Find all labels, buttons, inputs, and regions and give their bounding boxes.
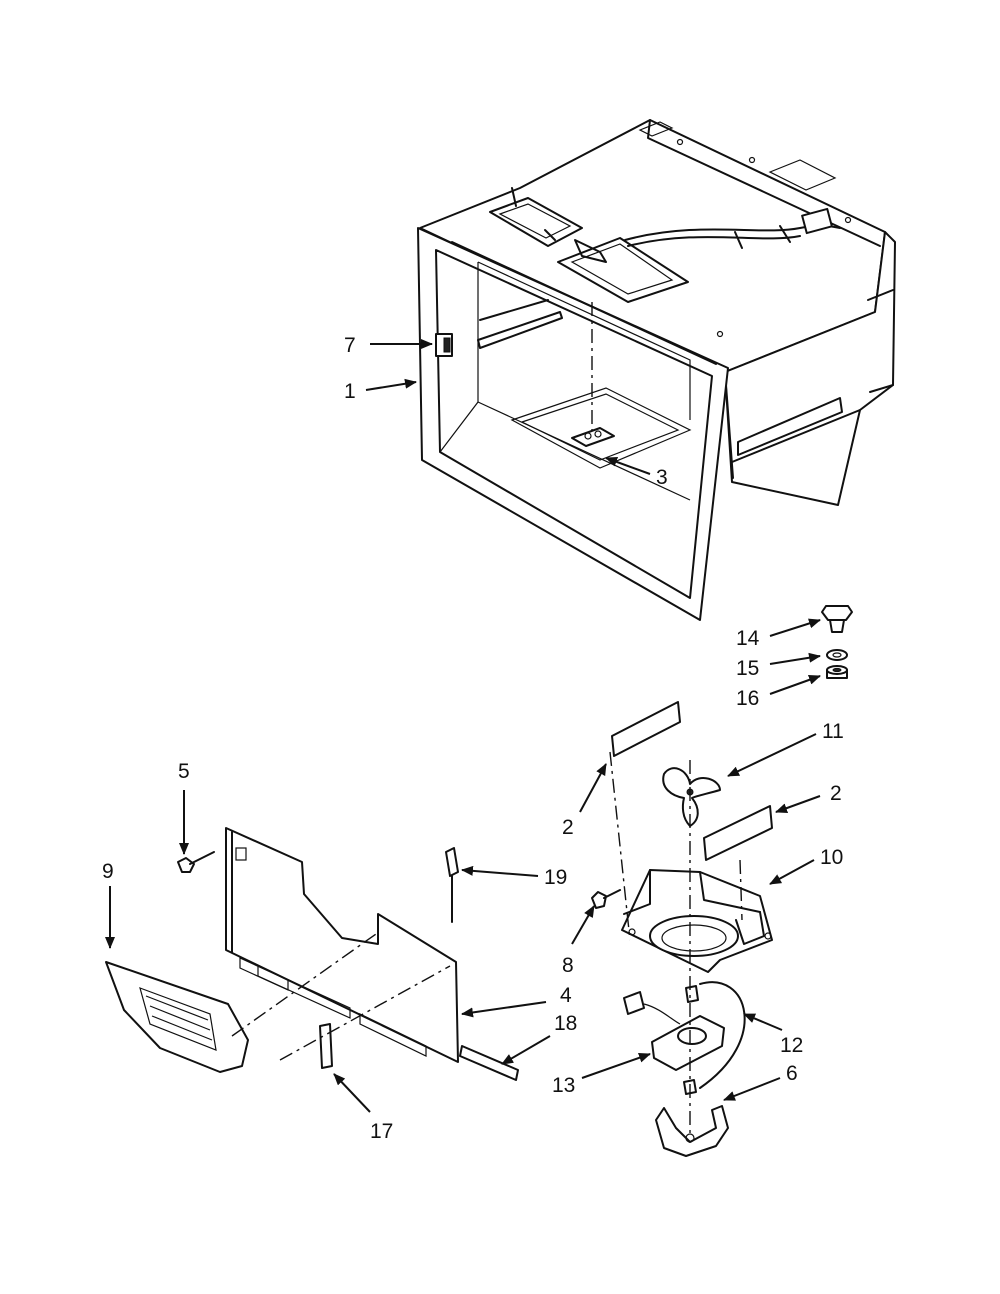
- arrow-2a: [579, 763, 607, 813]
- arrow-19: [461, 865, 539, 877]
- callout-15: 15: [736, 657, 759, 680]
- callout-9: 9: [102, 860, 114, 883]
- fan-assembly: [591, 701, 773, 1157]
- arrow-13: [581, 1052, 651, 1079]
- panel-assembly: [105, 827, 519, 1081]
- callout-19: 19: [544, 866, 567, 889]
- callout-4: 4: [560, 984, 572, 1007]
- callout-16: 16: [736, 687, 759, 710]
- arrow-2b: [775, 795, 821, 813]
- callout-17: 17: [370, 1120, 393, 1143]
- freezer-liner: [417, 119, 896, 621]
- callout-8: 8: [562, 954, 574, 977]
- arrow-11: [727, 733, 817, 777]
- arrow-4: [461, 1001, 547, 1018]
- callout-5: 5: [178, 760, 190, 783]
- callout-1: 1: [344, 380, 356, 403]
- arrow-16: [769, 675, 821, 695]
- arrow-14: [769, 618, 821, 637]
- callout-labels: 7 1 3 14 15 16 11 2 2 10 8 12 13 6 5 9 1…: [102, 334, 844, 1143]
- arrow-8: [571, 905, 595, 945]
- callout-11: 11: [822, 720, 844, 743]
- arrow-15: [769, 652, 821, 665]
- callout-2b: 2: [830, 782, 842, 805]
- callout-14: 14: [736, 627, 760, 650]
- arrow-12: [743, 1013, 783, 1031]
- arrow-3: [605, 457, 651, 475]
- callout-10: 10: [820, 846, 843, 869]
- callout-12: 12: [780, 1034, 803, 1057]
- arrow-17: [333, 1073, 371, 1113]
- callout-13: 13: [552, 1074, 575, 1097]
- arrow-6: [723, 1077, 781, 1101]
- callout-2a: 2: [562, 816, 574, 839]
- callout-arrows: [105, 339, 821, 1113]
- callout-7: 7: [344, 334, 356, 357]
- arrow-18: [501, 1035, 551, 1065]
- fastener-stack: [821, 605, 853, 679]
- callout-6: 6: [786, 1062, 798, 1085]
- drain-fitting-3: [571, 427, 615, 447]
- arrow-10: [769, 859, 815, 885]
- arrow-1: [365, 378, 417, 391]
- callout-3: 3: [656, 466, 668, 489]
- callout-18: 18: [554, 1012, 577, 1035]
